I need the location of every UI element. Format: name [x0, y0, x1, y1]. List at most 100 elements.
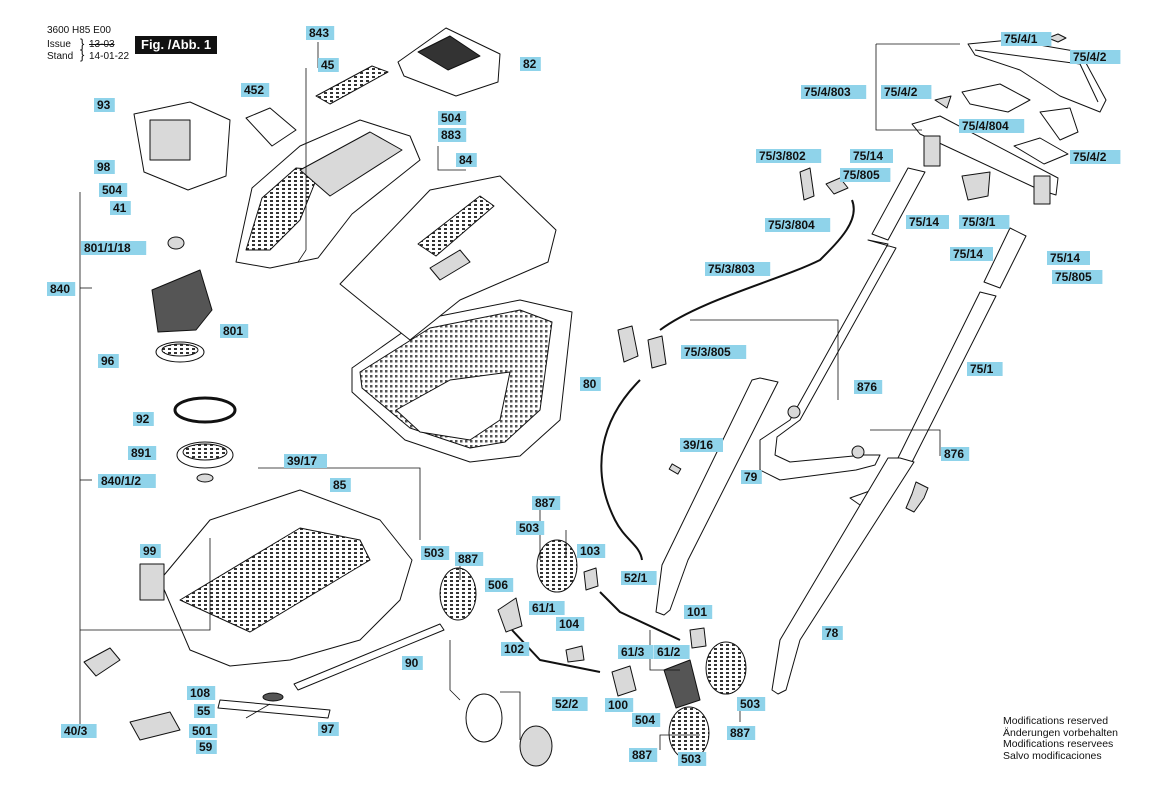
part-label: 52/1 — [621, 571, 657, 585]
part-label-background — [529, 601, 565, 615]
part-label-background — [196, 740, 217, 754]
part-number-text: 103 — [580, 544, 600, 558]
blade-washer-part — [262, 692, 284, 702]
part-number-text: 61/2 — [657, 645, 681, 659]
part-number-text: 82 — [523, 57, 537, 71]
part-number-text: 79 — [744, 470, 758, 484]
part-number-text: 40/3 — [64, 724, 88, 738]
cable-clip-part — [961, 171, 991, 201]
part-label-background — [950, 247, 993, 261]
flap-part — [139, 563, 165, 601]
part-label: 39/17 — [284, 454, 327, 468]
part-label-background — [906, 215, 949, 229]
issue-brace: } — [80, 36, 85, 51]
part-label-background — [241, 83, 270, 97]
pin-part — [668, 463, 682, 475]
part-label: 876 — [854, 380, 883, 394]
part-label: 503 — [737, 697, 766, 711]
part-label-background — [941, 447, 970, 461]
part-number-text: 52/1 — [624, 571, 648, 585]
part-label-background — [678, 752, 707, 766]
motor-cover-part — [235, 119, 421, 269]
part-label: 887 — [727, 726, 756, 740]
part-label: 887 — [455, 552, 484, 566]
part-number-text: 503 — [740, 697, 760, 711]
part-label-background — [94, 160, 115, 174]
part-label-background — [727, 726, 756, 740]
adjuster-rod-lower-part — [511, 629, 601, 673]
motor-part — [133, 101, 231, 363]
part-label-background — [681, 345, 747, 359]
part-number-text: 78 — [825, 626, 839, 640]
part-label: 92 — [133, 412, 154, 426]
part-label-background — [840, 168, 891, 182]
part-number-text: 503 — [519, 521, 539, 535]
part-number-text: 75/3/803 — [708, 262, 755, 276]
part-number-text: 90 — [405, 656, 419, 670]
part-label-background — [801, 85, 867, 99]
part-label: 75/14 — [1047, 251, 1090, 265]
part-label: 75/3/1 — [959, 215, 1010, 229]
part-label: 52/2 — [552, 697, 588, 711]
part-number-text: 80 — [583, 377, 597, 391]
cable-part — [659, 199, 855, 331]
part-label-background — [556, 617, 585, 631]
part-number-text: 75/3/804 — [768, 218, 815, 232]
part-number-text: 102 — [504, 642, 524, 656]
part-number-text: 75/805 — [843, 168, 880, 182]
stand-brace: } — [80, 47, 85, 62]
part-number-text: 504 — [635, 713, 655, 727]
part-number-text: 85 — [333, 478, 347, 492]
part-label-background — [756, 149, 822, 163]
blade-part — [217, 699, 331, 719]
part-number-text: 801/1/18 — [84, 241, 131, 255]
part-label-background — [632, 713, 661, 727]
part-number-text: 840 — [50, 282, 70, 296]
part-label-background — [1070, 50, 1121, 64]
part-label-background — [306, 26, 335, 40]
part-label: 39/16 — [680, 438, 723, 452]
part-label: 75/4/803 — [801, 85, 867, 99]
stand-value: 14-01-22 — [89, 51, 130, 62]
part-label: 75/4/2 — [1070, 50, 1121, 64]
part-number-text: 887 — [458, 552, 478, 566]
part-label: 506 — [485, 578, 514, 592]
part-label: 80 — [580, 377, 601, 391]
part-label: 503 — [678, 752, 707, 766]
part-number-text: 75/14 — [909, 215, 939, 229]
part-label-background — [140, 544, 161, 558]
part-label-background — [318, 722, 339, 736]
part-label: 843 — [306, 26, 335, 40]
part-label-background — [402, 656, 423, 670]
part-label-background — [680, 438, 723, 452]
part-label-background — [552, 697, 588, 711]
part-label-background — [220, 324, 249, 338]
switch-lever-part — [934, 83, 1079, 165]
part-label-background — [684, 605, 713, 619]
part-number-text: 891 — [131, 446, 151, 460]
part-label-background — [110, 201, 131, 215]
part-number-text: 876 — [944, 447, 964, 461]
part-number-text: 99 — [143, 544, 157, 558]
part-label: 100 — [605, 698, 634, 712]
upper-handle-tubes — [759, 167, 1027, 506]
part-number-text: 503 — [681, 752, 701, 766]
part-number-text: 883 — [441, 128, 461, 142]
part-label-background — [330, 478, 351, 492]
part-label: 85 — [330, 478, 351, 492]
part-label: 75/4/804 — [959, 119, 1025, 133]
part-label-background — [456, 153, 477, 167]
part-number-text: 876 — [857, 380, 877, 394]
part-label: 883 — [438, 128, 467, 142]
part-number-text: 501 — [192, 724, 212, 738]
part-number-text: 503 — [424, 546, 444, 560]
part-label-background — [737, 697, 766, 711]
grass-box-lid-part — [339, 175, 557, 341]
part-label: 75/3/803 — [705, 262, 771, 276]
part-label: 75/3/804 — [765, 218, 831, 232]
part-label: 104 — [556, 617, 585, 631]
part-number-text: 75/4/2 — [1073, 150, 1107, 164]
part-label-background — [618, 645, 654, 659]
part-label-background — [438, 128, 467, 142]
part-label-background — [485, 578, 514, 592]
